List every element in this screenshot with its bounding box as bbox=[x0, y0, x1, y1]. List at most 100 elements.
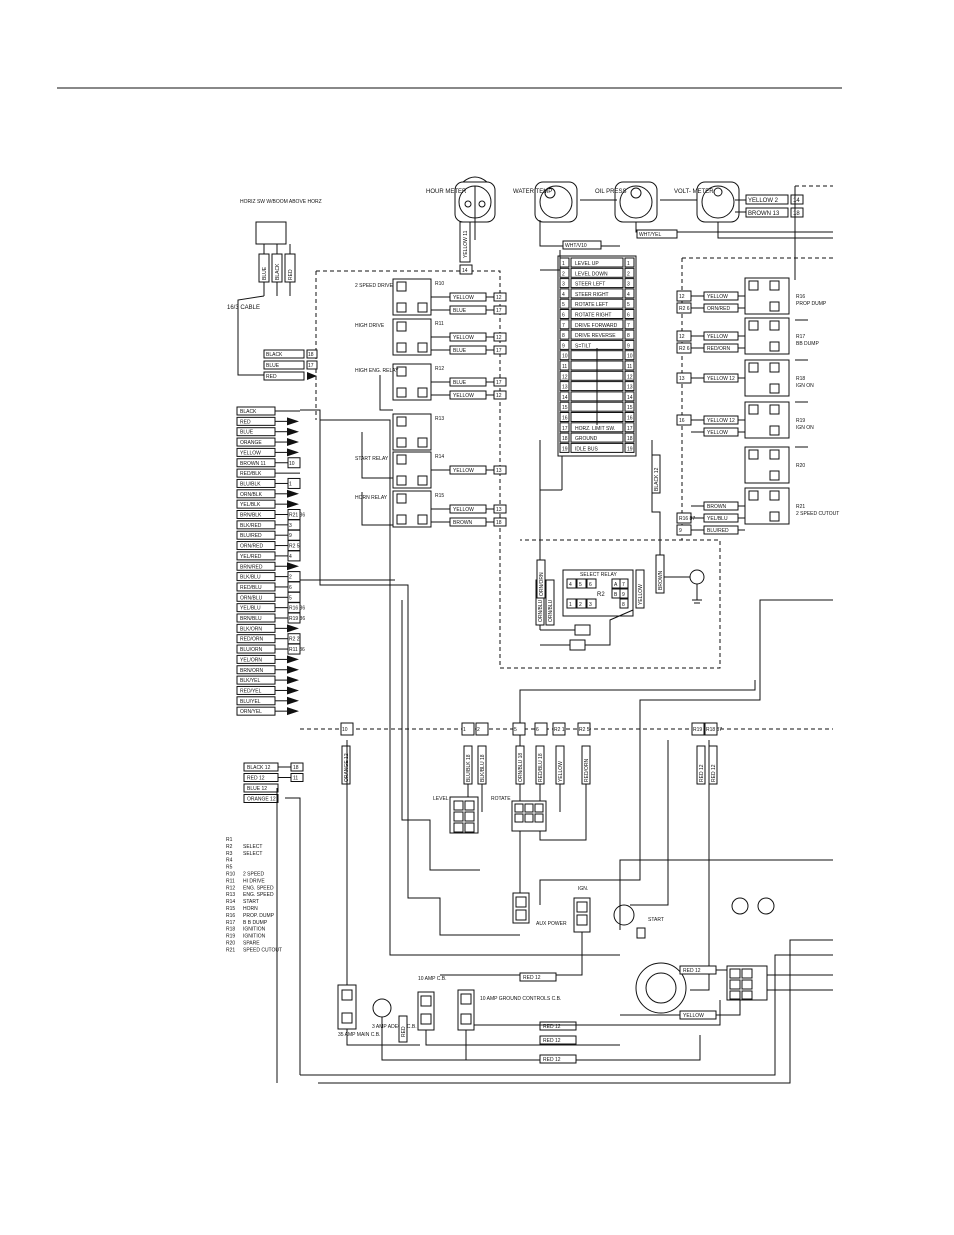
relay-pin bbox=[396, 454, 407, 465]
harness-arrow bbox=[287, 676, 299, 685]
terminal-right-num: 7 bbox=[627, 323, 630, 329]
relay-wire-num: 12 bbox=[496, 295, 502, 301]
relay-right-wire-label: BROWN bbox=[707, 504, 727, 510]
relay-pin bbox=[396, 342, 407, 353]
harness-wire-label: RED/BLU bbox=[240, 585, 262, 591]
relay-wire-num-box bbox=[493, 305, 507, 315]
terminal-right-num: 13 bbox=[627, 385, 633, 391]
aux-power-label: AUX POWER bbox=[536, 921, 567, 927]
relay-wire-label: YELLOW bbox=[453, 507, 474, 513]
terminal-label: LEVEL DOWN bbox=[575, 271, 608, 277]
harness-tag: R19 86 bbox=[289, 616, 305, 622]
vertical-wire-label: ORN/ORN bbox=[539, 572, 545, 596]
relay-left-id: R12 bbox=[435, 366, 444, 372]
harness-arrow bbox=[287, 417, 299, 426]
terminal-right-num-box bbox=[624, 288, 635, 299]
voltmeter-wires: YELLOW 2 14 BROWN 13 18 bbox=[735, 194, 804, 218]
power-wire-label: BLACK 12 bbox=[247, 765, 271, 771]
cable-out-red: RED bbox=[266, 374, 277, 380]
terminal-left-num: 11 bbox=[562, 364, 567, 370]
terminal-right-num-box bbox=[624, 309, 635, 319]
select-left-pin-box bbox=[566, 598, 577, 609]
harness-wire-label: BLU/RED bbox=[240, 533, 262, 539]
relay-pin bbox=[769, 320, 780, 331]
terminal-right-num: 11 bbox=[627, 364, 632, 370]
mid-tag: 6 bbox=[536, 727, 539, 733]
select-wire-2: ORN/BLU bbox=[548, 599, 554, 622]
terminal-left-num: 3 bbox=[562, 282, 565, 288]
relay-pin bbox=[417, 302, 428, 313]
select-left-pin: 5 bbox=[579, 582, 582, 588]
relay-right-title: IGN ON bbox=[796, 383, 814, 389]
terminal-right-num: 15 bbox=[627, 405, 633, 411]
terminal-left-num: 14 bbox=[562, 395, 568, 401]
relay-pin bbox=[396, 302, 407, 313]
legend-id: R16 bbox=[226, 913, 235, 919]
terminal-left-num: 12 bbox=[562, 374, 568, 380]
legend-id: R18 bbox=[226, 927, 235, 933]
relay-right-num: 12 bbox=[679, 334, 685, 340]
legend-desc: SPEED CUTOUT bbox=[243, 947, 282, 953]
mid-tag-box bbox=[534, 722, 548, 736]
harness-wire-label: ORN/RED bbox=[240, 544, 263, 550]
relay-pin bbox=[769, 341, 780, 352]
terminal-label: DRIVE REVERSE bbox=[575, 333, 616, 339]
relay-pin bbox=[748, 449, 759, 460]
harness-tag: R11 86 bbox=[289, 647, 305, 653]
relay-right-num: R16 87 bbox=[679, 516, 695, 522]
terminal-right-num: 4 bbox=[627, 292, 630, 298]
harness-wire-label: ORANGE bbox=[240, 440, 262, 446]
relay-right-num: R2 6 bbox=[679, 306, 690, 312]
relay-right-wire-label: ORN/RED bbox=[707, 306, 730, 312]
legend-id: R15 bbox=[226, 906, 235, 912]
terminal-left-num-box bbox=[559, 391, 570, 402]
mid-tag: 10 bbox=[342, 727, 348, 733]
legend-id: R19 bbox=[226, 934, 235, 940]
legend-id: R3 bbox=[226, 851, 233, 857]
terminal-label: GROUND bbox=[575, 436, 598, 442]
terminal-right-num-box bbox=[624, 401, 635, 412]
relay-right-title: IGN ON bbox=[796, 425, 814, 431]
mid-tag: R2 5 bbox=[579, 727, 590, 733]
terminal-label: S=TILT bbox=[575, 343, 591, 349]
vertical-wire-box bbox=[651, 454, 661, 494]
wht-yel-wire: WHT/YEL bbox=[639, 232, 661, 238]
bottom-wire-yellow: YELLOW bbox=[683, 1013, 704, 1019]
terminal-label-box bbox=[570, 288, 624, 299]
relay-right-num: 16 bbox=[679, 418, 685, 424]
select-left-pin-box bbox=[586, 598, 597, 609]
relay-right-id: R17 bbox=[796, 334, 805, 340]
terminal-left-num: 8 bbox=[562, 333, 565, 339]
harness-wire-label: YEL/BLU bbox=[240, 606, 261, 612]
select-wire-4: BROWN bbox=[658, 570, 664, 590]
legend-desc: SPARE bbox=[243, 941, 260, 947]
select-right-pin: B bbox=[614, 592, 618, 598]
harness-tag: 6 bbox=[289, 585, 292, 591]
harness-wire-label: BRN/ORN bbox=[240, 668, 263, 674]
relay-pin bbox=[769, 490, 780, 501]
vertical-wire-label: ORN/BLU 18 bbox=[518, 753, 524, 782]
relay-right-title: 2 SPEED CUTOUT bbox=[796, 511, 839, 517]
legend-desc: HI DRIVE bbox=[243, 878, 265, 884]
terminal-left-num: 10 bbox=[562, 354, 568, 360]
harness-wire-label: BLK/ORN bbox=[240, 626, 262, 632]
relay-pin bbox=[769, 301, 780, 312]
relay-right-wire-label: YELLOW bbox=[707, 294, 728, 300]
relay-pin bbox=[396, 493, 407, 504]
terminal-left-num: 15 bbox=[562, 405, 568, 411]
terminal-left-num-box bbox=[559, 288, 570, 299]
select-right-pin: 7 bbox=[622, 582, 625, 588]
mid-tag-box bbox=[461, 722, 475, 736]
legend-desc: SELECT bbox=[243, 851, 262, 857]
horiz-switch-label: HORIZ SW W/BOOM ABOVE HORZ bbox=[240, 199, 322, 205]
harness-tag: 4 bbox=[289, 554, 292, 560]
relay-pin bbox=[769, 449, 780, 460]
harness-tag-box bbox=[287, 612, 301, 624]
terminal-right-num-box bbox=[624, 278, 635, 289]
terminal-left-num: 16 bbox=[562, 416, 568, 422]
vertical-wire-box bbox=[696, 745, 706, 785]
harness-wire-label: BROWN 11 bbox=[240, 461, 266, 467]
legend-desc: HORN bbox=[243, 906, 258, 912]
